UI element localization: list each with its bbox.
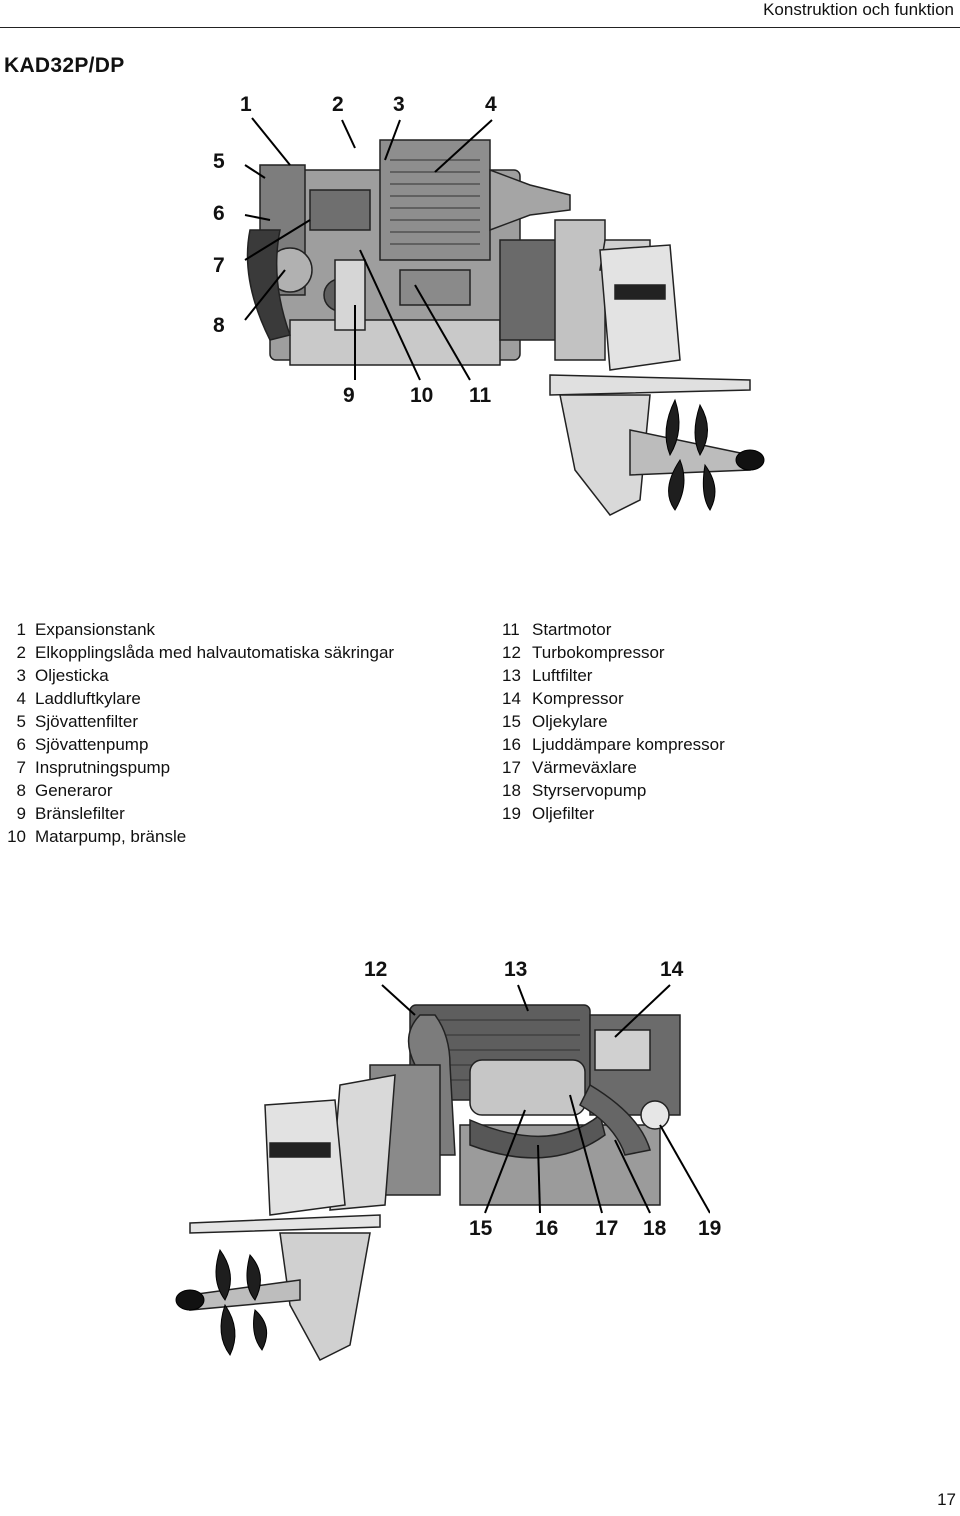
- callout-12: 12: [364, 958, 388, 981]
- callout-18: 18: [643, 1217, 667, 1240]
- engine-illustration-bottom: [175, 984, 710, 1361]
- page-number: 17: [937, 1490, 956, 1509]
- sterndrive: [549, 219, 751, 516]
- leader-lines: [244, 117, 493, 381]
- callout-9: 9: [343, 384, 355, 407]
- callout-10: 10: [410, 384, 434, 407]
- leader-lines: [381, 984, 710, 1214]
- callout-3: 3: [393, 93, 405, 116]
- header-rule: [0, 27, 960, 28]
- engine-block: [369, 1004, 681, 1206]
- callout-13: 13: [504, 958, 528, 981]
- callout-2: 2: [332, 93, 344, 116]
- engine-illustration-top: [244, 117, 765, 516]
- model-title: KAD32P/DP: [4, 54, 125, 77]
- callout-14: 14: [660, 958, 684, 981]
- callout-4: 4: [485, 93, 497, 116]
- callout-11: 11: [469, 384, 492, 407]
- callout-19: 19: [698, 1217, 722, 1240]
- engine-block: [246, 139, 571, 366]
- callout-17: 17: [595, 1217, 619, 1240]
- propellers: [665, 398, 765, 511]
- running-header: Konstruktion och funktion: [763, 0, 954, 19]
- callout-16: 16: [535, 1217, 559, 1240]
- callout-8: 8: [213, 314, 225, 337]
- callout-15: 15: [469, 1217, 493, 1240]
- sterndrive: [189, 1074, 396, 1361]
- callout-5: 5: [213, 150, 225, 173]
- callout-6: 6: [213, 202, 225, 225]
- callout-7: 7: [213, 254, 225, 277]
- propellers: [175, 1248, 268, 1356]
- callout-1: 1: [240, 93, 252, 116]
